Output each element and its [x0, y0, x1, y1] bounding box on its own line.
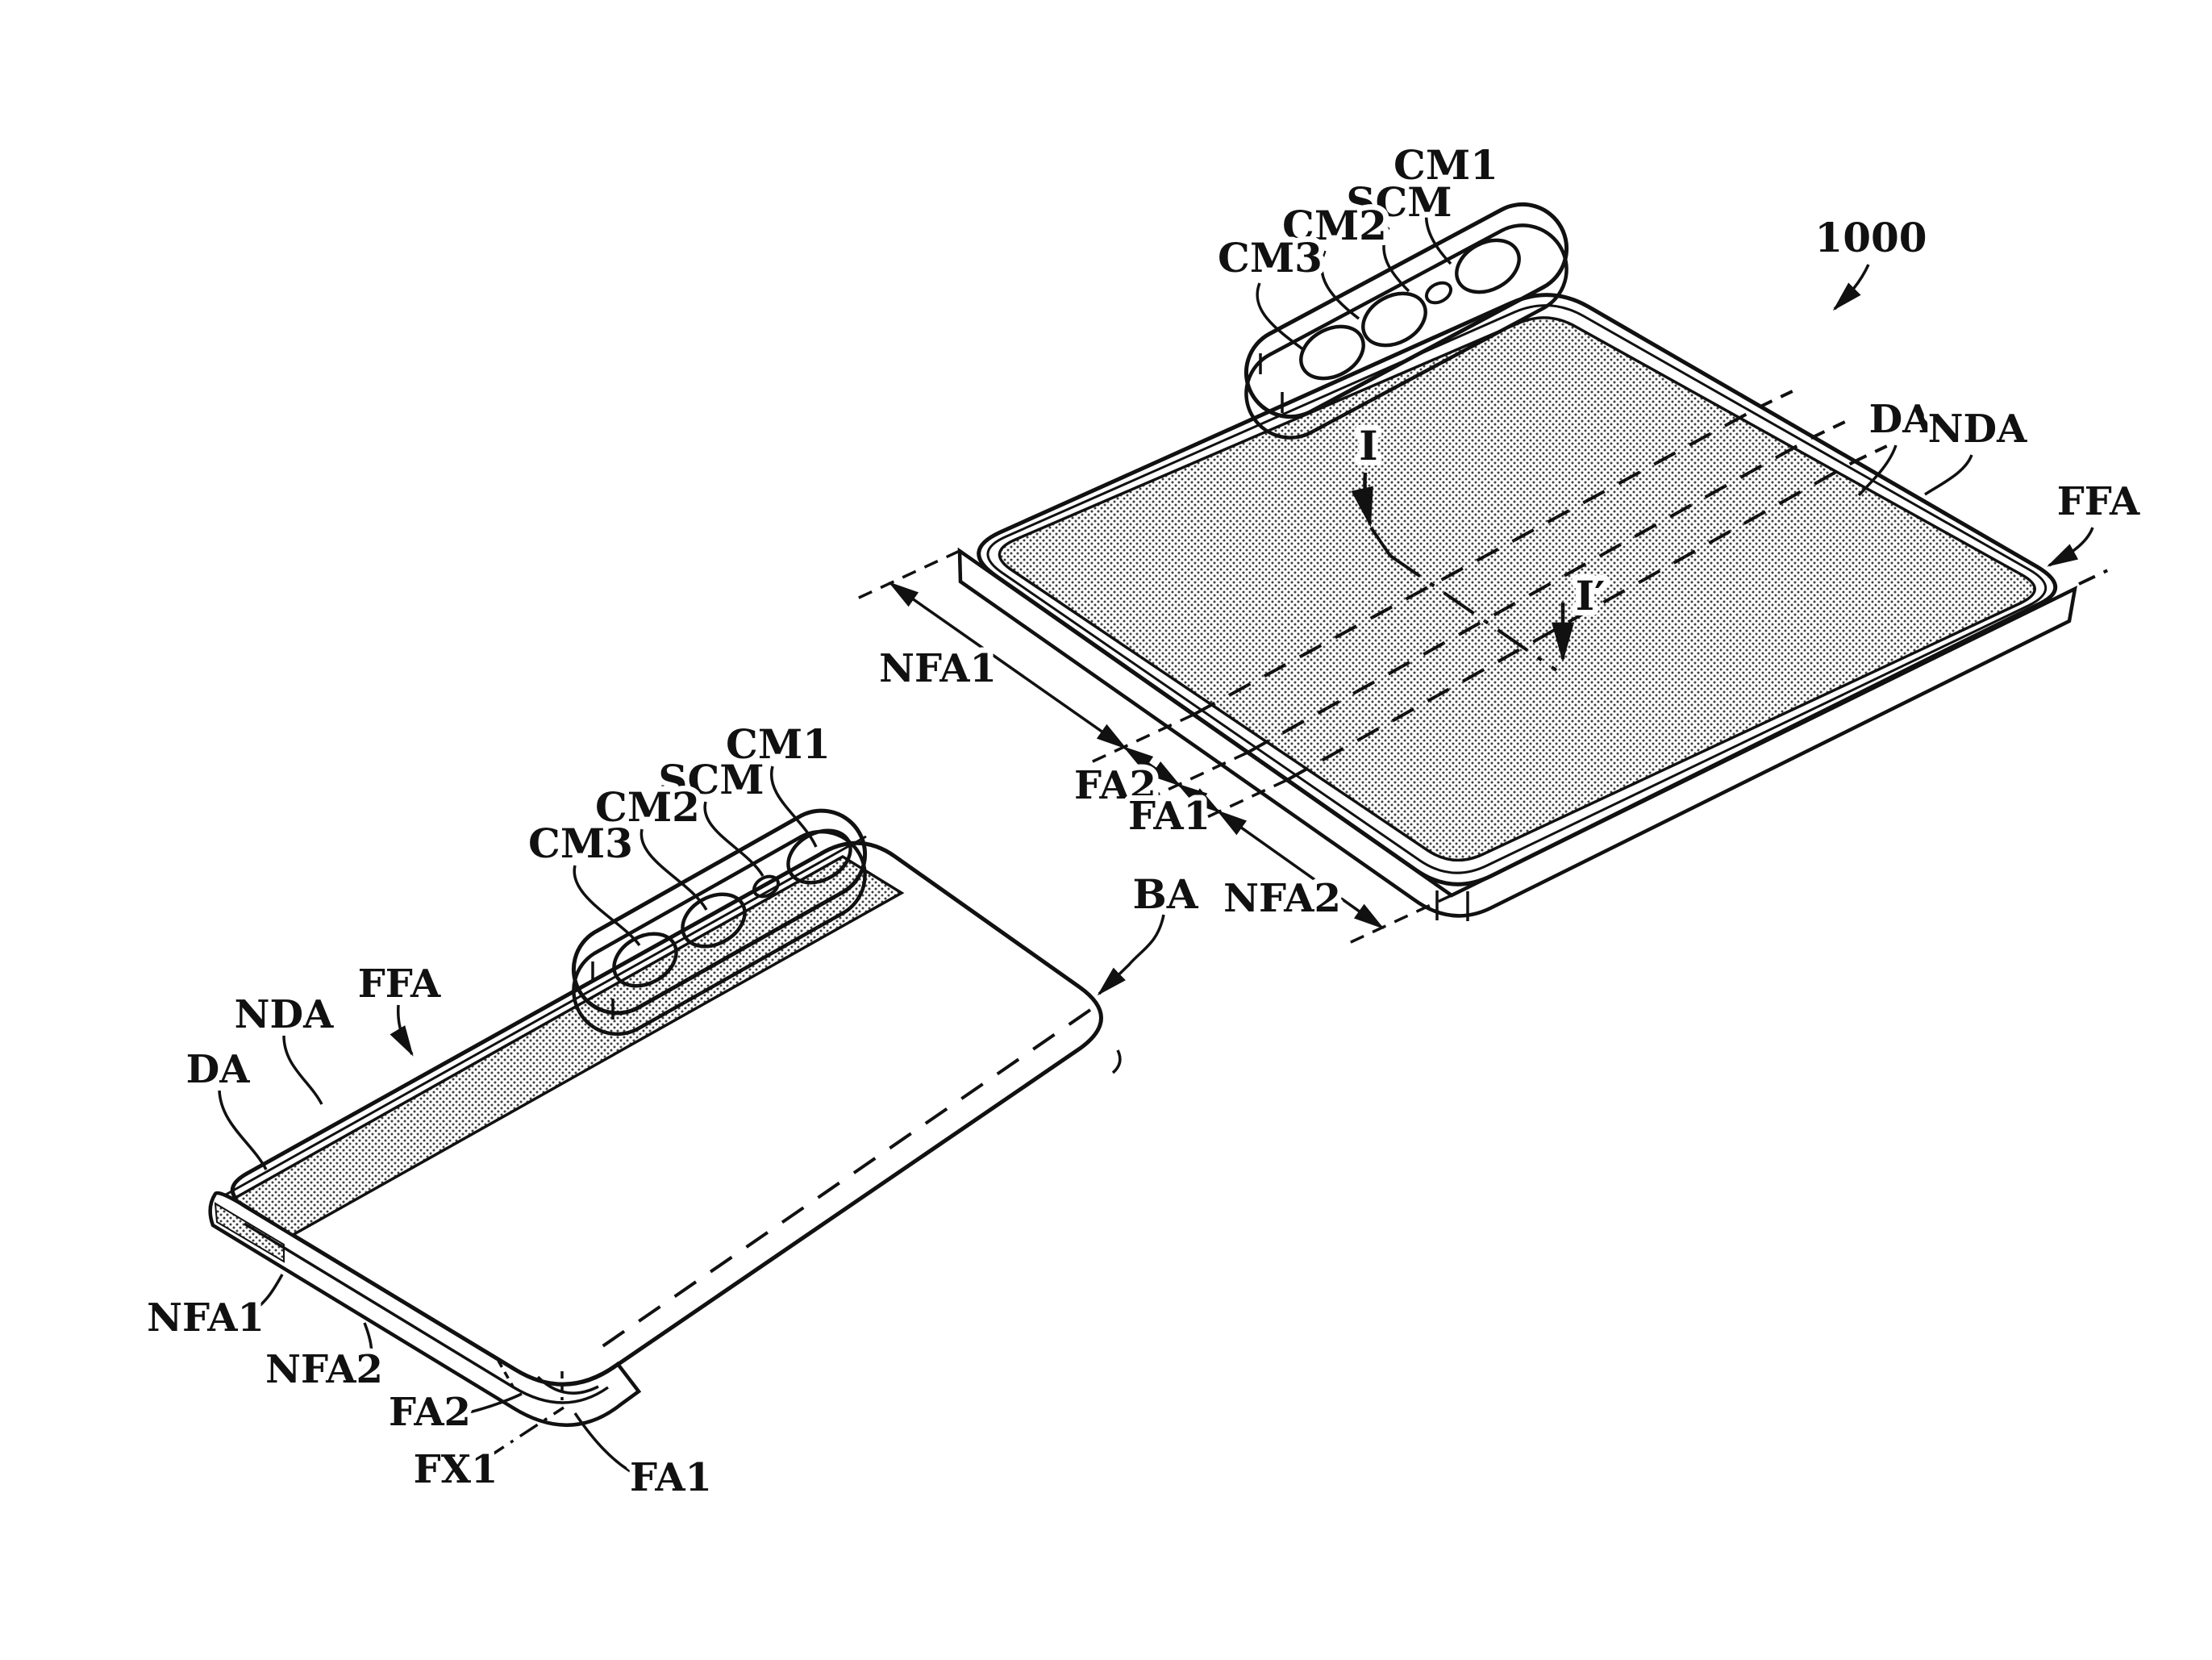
leader-nfa2 — [361, 1322, 373, 1371]
camera-lens-cm2 — [681, 892, 747, 949]
label-section-I-prime: I′ — [1576, 572, 1606, 619]
corner-thickness-line — [1111, 1049, 1122, 1074]
leader-cm3 — [1256, 282, 1306, 352]
leader-scm — [703, 801, 764, 877]
label-unfolded-fa1: FA1 — [1128, 794, 1210, 839]
leader-1000 — [1832, 264, 1870, 311]
leader-cm2 — [639, 828, 708, 911]
section-arrow-I — [1351, 472, 1373, 528]
camera-lens-scm — [752, 874, 780, 899]
label-unfolded-nda: NDA — [1928, 407, 2028, 452]
label-folded-fa2: FA2 — [389, 1390, 471, 1435]
label-unfolded-cm3: CM3 — [1218, 234, 1323, 282]
folded-leaders — [218, 765, 818, 1479]
fold-line-extensions — [1760, 388, 1891, 463]
label-folded-scm: SCM — [658, 756, 764, 803]
folded-device: CM1 SCM CM2 CM3 DA NDA FFA NFA1 NFA2 FA2… — [141, 715, 1122, 1506]
label-unfolded-cm1: CM1 — [1393, 141, 1498, 189]
unfolded-device: CM1 SCM CM2 CM3 1000 DA NDA FFA I I′ NFA… — [856, 136, 2146, 996]
label-folded-cm2: CM2 — [595, 783, 700, 831]
leader-ffa — [2047, 527, 2094, 567]
label-folded-nfa2: NFA2 — [265, 1347, 383, 1392]
leader-cm1 — [1424, 190, 1452, 265]
band-midline — [244, 1222, 610, 1404]
leader-cm3 — [573, 865, 641, 947]
section-line — [1351, 472, 2114, 672]
leader-cm2 — [1320, 250, 1360, 320]
label-unfolded-fa2: FA2 — [1074, 763, 1156, 808]
label-unfolded-cm2: CM2 — [1282, 202, 1387, 249]
leader-da — [1857, 444, 1897, 497]
dim-nfa1 — [888, 582, 1127, 749]
label-folded-ffa: FFA — [358, 961, 441, 1007]
fold-boundary-lines — [1193, 405, 1856, 782]
unfolded-bezel — [986, 304, 2047, 874]
leader-fa2 — [465, 1392, 523, 1415]
camera-lens-cm3 — [1299, 324, 1365, 381]
label-section-I: I — [1359, 422, 1377, 469]
leader-da — [218, 1090, 268, 1170]
label-unfolded-da: DA — [1869, 397, 1934, 442]
label-folded-nfa1: NFA1 — [147, 1295, 265, 1341]
unfolded-side-band — [957, 547, 2077, 918]
fold-corner-arc — [536, 1375, 599, 1395]
leader-fx1 — [485, 1406, 564, 1460]
band-display-edge — [214, 1202, 285, 1263]
label-folded-cm1: CM1 — [726, 720, 831, 768]
dim-fa1 — [1177, 783, 1221, 813]
camera-lens-cm1 — [1455, 238, 1521, 294]
leader-nda — [282, 1035, 323, 1105]
camera-lens-cm2 — [1361, 291, 1427, 348]
fold-corner-dashes — [497, 1360, 564, 1400]
label-folded-fa1: FA1 — [630, 1455, 712, 1500]
leader-nfa1 — [243, 1274, 284, 1318]
unfolded-display-area — [998, 316, 2036, 862]
leader-ffa — [389, 1004, 414, 1057]
camera-lens-cm1 — [786, 828, 852, 885]
unfolded-body-face — [977, 293, 2058, 886]
dimension-lines — [888, 582, 1385, 929]
label-folded-da: DA — [186, 1047, 251, 1092]
label-unfolded-nfa1: NFA1 — [879, 646, 997, 691]
hidden-fold-edge — [595, 1008, 1092, 1352]
leader-ba — [1097, 914, 1165, 996]
label-unfolded-nfa2: NFA2 — [1223, 876, 1341, 921]
unfolded-camera-module — [1243, 202, 1569, 440]
label-unfolded-scm: SCM — [1346, 178, 1452, 226]
camera-lens-scm — [1424, 281, 1453, 305]
leader-scm — [1382, 227, 1410, 293]
dim-nfa2 — [1216, 810, 1385, 929]
label-folded-fx1: FX1 — [414, 1447, 498, 1492]
dim-fa2 — [1123, 746, 1181, 786]
dimension-extensions — [856, 549, 1452, 945]
label-folded-nda: NDA — [235, 992, 335, 1037]
leader-fa1 — [573, 1412, 644, 1479]
label-folded-cm3: CM3 — [528, 820, 633, 867]
leader-cm1 — [769, 765, 818, 848]
leader-nda — [1924, 454, 1973, 496]
label-unfolded-ffa: FFA — [2057, 479, 2140, 524]
label-ref-1000: 1000 — [1814, 214, 1927, 261]
unfolded-leaders — [1097, 190, 2094, 996]
corner-edge-lines — [1435, 890, 1469, 921]
folded-body-face — [230, 840, 1103, 1387]
label-ba: BA — [1132, 870, 1198, 918]
